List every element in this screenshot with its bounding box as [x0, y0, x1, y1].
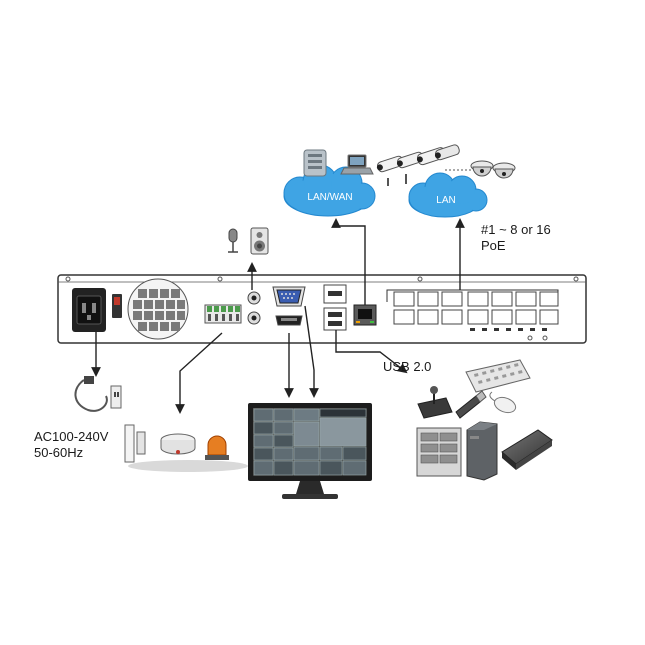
power-cable-icon	[74, 376, 122, 412]
mouse-icon	[489, 391, 517, 414]
vga-arrow	[304, 305, 319, 398]
alarm-light-icon	[205, 435, 229, 460]
vga-port	[272, 286, 306, 307]
laptop-icon	[340, 154, 374, 175]
usb-ports	[323, 284, 347, 331]
lan-label: LAN	[436, 195, 455, 206]
poe-count-label: #1 ~ 8 or 16	[481, 222, 551, 237]
lan-cloud	[408, 172, 488, 218]
nas-icon	[416, 427, 462, 477]
usb-label: USB 2.0	[383, 359, 431, 374]
dome-camera-icon	[470, 160, 516, 179]
lan-wan-cloud	[283, 164, 376, 217]
lan-port	[353, 304, 377, 326]
hdmi-port	[275, 315, 303, 326]
keyboard-icon	[465, 359, 531, 393]
smoke-detector-icon	[160, 433, 196, 455]
alarm-terminal-block	[204, 304, 242, 324]
power-voltage-label: AC100-240V	[34, 429, 109, 444]
joystick-icon	[417, 386, 453, 419]
poe-label: PoE	[481, 238, 506, 253]
fan-grill	[127, 278, 189, 340]
alarm-arrow	[175, 332, 223, 414]
power-switch	[112, 294, 122, 318]
server-icon	[303, 149, 327, 177]
monitor-icon	[248, 403, 372, 499]
connection-arrows	[91, 218, 465, 414]
door-sensor-icon	[124, 424, 146, 463]
power-frequency-label: 50-60Hz	[34, 445, 83, 460]
bullet-camera-icon	[376, 144, 460, 186]
poe-ports	[386, 289, 559, 331]
audio-jacks	[247, 291, 261, 325]
tower-pc-icon	[466, 421, 498, 481]
lan-wan-arrow	[331, 218, 366, 305]
lan-wan-label: LAN/WAN	[307, 192, 352, 203]
speaker-icon	[250, 227, 269, 255]
usb-arrow	[335, 330, 408, 374]
alarm-shadow	[128, 460, 248, 472]
microphone-icon	[228, 228, 238, 253]
power-inlet	[72, 288, 106, 332]
usb-drive-icon	[455, 390, 487, 419]
external-hdd-icon	[501, 429, 553, 470]
